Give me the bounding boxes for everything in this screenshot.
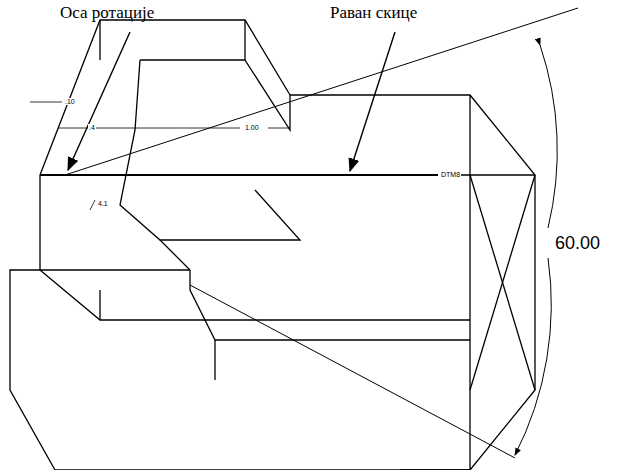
callout-label: Раван скице [330, 4, 417, 21]
dimension-value: .4 [88, 124, 96, 131]
datum-name: DTM8 [440, 171, 461, 178]
dimension-value: 4.1 [97, 200, 109, 207]
callout-label: Оса ротације [60, 4, 154, 21]
dimension-value: 1.00 [244, 124, 260, 131]
angle-dimension: 60.00 [555, 234, 600, 252]
dimension-value: .10 [64, 98, 76, 105]
